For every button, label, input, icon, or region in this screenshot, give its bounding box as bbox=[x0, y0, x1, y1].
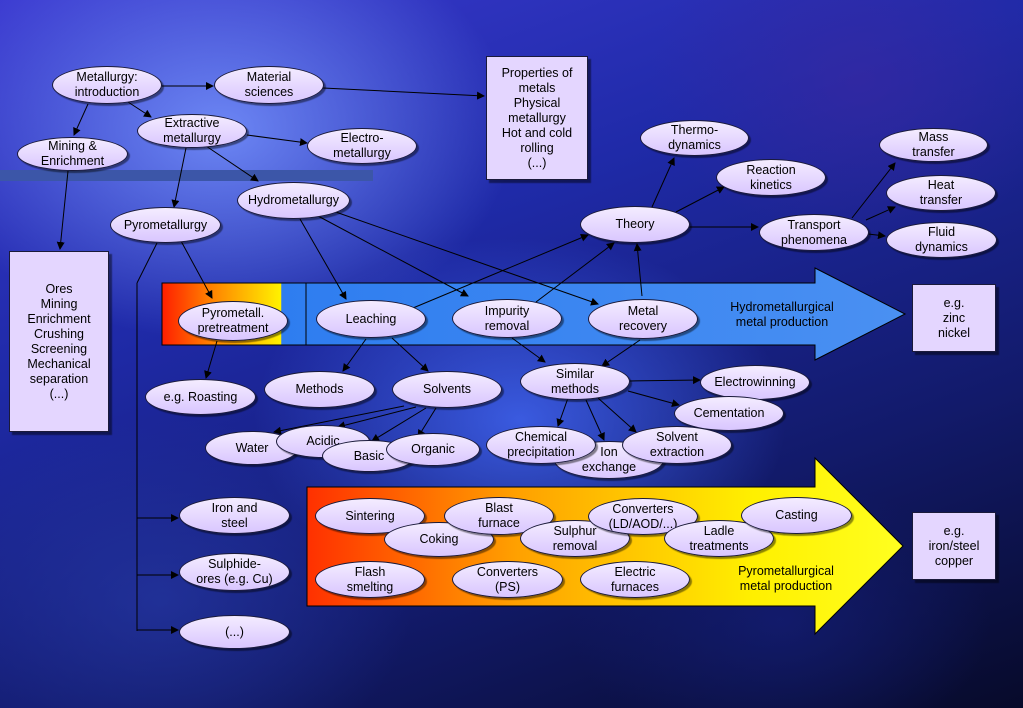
node-methods: Methods bbox=[264, 371, 375, 408]
arrow bbox=[322, 87, 485, 100]
arrow bbox=[629, 376, 701, 385]
arrow bbox=[417, 407, 437, 438]
node-cementation: Cementation bbox=[674, 396, 784, 431]
arrow bbox=[342, 338, 367, 372]
divider-bar bbox=[0, 170, 373, 181]
arrow bbox=[601, 339, 641, 367]
node-metal-recovery: Metal recovery bbox=[588, 299, 698, 339]
node-eg-roasting: e.g. Roasting bbox=[145, 379, 256, 415]
node-similar-methods: Similar methods bbox=[520, 363, 630, 400]
arrow bbox=[851, 162, 896, 219]
node-eg-zinc-nickel: e.g. zinc nickel bbox=[912, 284, 996, 352]
arrow bbox=[371, 407, 427, 442]
node-mining-enrichment: Mining & Enrichment bbox=[17, 137, 128, 171]
node-heat-transfer: Heat transfer bbox=[886, 175, 996, 211]
arrow bbox=[511, 337, 546, 363]
arrow bbox=[73, 103, 89, 136]
node-electrowinning: Electrowinning bbox=[700, 365, 810, 400]
node-eg-iron-steel-copper: e.g. iron/steel copper bbox=[912, 512, 996, 580]
arrow bbox=[246, 134, 308, 147]
arrow bbox=[391, 337, 429, 372]
node-etc: (...) bbox=[179, 615, 290, 649]
node-flash-smelting: Flash smelting bbox=[315, 561, 425, 598]
node-electric-furnaces: Electric furnaces bbox=[580, 561, 690, 598]
arrow bbox=[412, 234, 589, 309]
arrow bbox=[205, 145, 259, 182]
node-solvent-extraction: Solvent extraction bbox=[622, 426, 732, 464]
node-electro-metallurgy: Electro- metallurgy bbox=[307, 128, 417, 164]
node-hydrometallurgy: Hydrometallurgy bbox=[237, 182, 350, 219]
arrow bbox=[299, 218, 347, 300]
node-pyrometallurgy: Pyrometallurgy bbox=[110, 207, 221, 243]
pyro-branch-line bbox=[136, 242, 158, 284]
node-extractive-metallurgy: Extractive metallurgy bbox=[137, 114, 247, 148]
arrow bbox=[317, 215, 469, 297]
node-thermodynamics: Thermo- dynamics bbox=[640, 120, 749, 156]
arrow bbox=[556, 397, 569, 427]
arrow bbox=[337, 406, 417, 430]
arrow bbox=[651, 157, 675, 208]
arrow bbox=[171, 147, 187, 208]
node-transport-phenomena: Transport phenomena bbox=[759, 214, 869, 251]
arrow bbox=[56, 170, 69, 250]
node-pyrometall-pretreatment: Pyrometall. pretreatment bbox=[178, 301, 288, 341]
arrow bbox=[633, 243, 643, 297]
node-organic: Organic bbox=[386, 433, 480, 466]
node-chemical-precipitation: Chemical precipitation bbox=[486, 426, 596, 464]
node-converters-ps: Converters (PS) bbox=[452, 561, 563, 598]
arrow bbox=[127, 101, 152, 118]
arrow bbox=[535, 242, 615, 303]
node-theory: Theory bbox=[580, 206, 690, 243]
arrow bbox=[675, 186, 725, 213]
node-fluid-dynamics: Fluid dynamics bbox=[886, 222, 997, 258]
arrow bbox=[865, 206, 896, 221]
node-impurity-removal: Impurity removal bbox=[452, 299, 562, 338]
node-ladle-treatments: Ladle treatments bbox=[664, 520, 774, 557]
node-leaching: Leaching bbox=[316, 300, 426, 338]
node-reaction-kinetics: Reaction kinetics bbox=[716, 159, 826, 196]
label-pyro-production: Pyrometallurgical metal production bbox=[738, 564, 834, 593]
arrow bbox=[585, 399, 605, 441]
node-metallurgy-introduction: Metallurgy: introduction bbox=[52, 66, 162, 104]
node-casting: Casting bbox=[741, 497, 852, 534]
arrow bbox=[867, 231, 886, 240]
node-mass-transfer: Mass transfer bbox=[879, 128, 988, 162]
node-ores-list: Ores Mining Enrichment Crushing Screenin… bbox=[9, 251, 109, 432]
label-hydro-production: Hydrometallurgical metal production bbox=[730, 300, 834, 329]
node-iron-and-steel: Iron and steel bbox=[179, 497, 290, 534]
arrow bbox=[627, 390, 680, 408]
arrow bbox=[597, 397, 637, 433]
node-sulphide-ores: Sulphide- ores (e.g. Cu) bbox=[179, 553, 290, 591]
node-material-sciences: Material sciences bbox=[214, 66, 324, 104]
arrow bbox=[180, 240, 213, 299]
node-solvents: Solvents bbox=[392, 371, 502, 408]
arrow bbox=[204, 340, 218, 379]
node-properties-of-metals: Properties of metals Physical metallurgy… bbox=[486, 56, 588, 180]
